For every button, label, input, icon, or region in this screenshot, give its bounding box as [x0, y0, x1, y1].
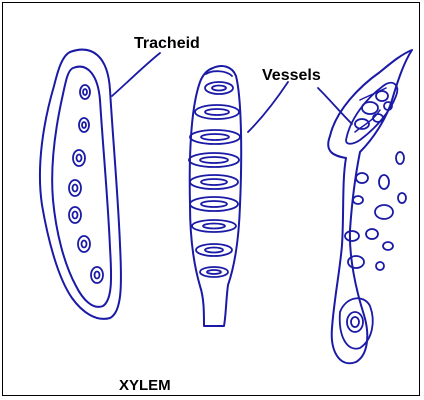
vessel-right-pits [345, 152, 406, 270]
vessel-middle-thickenings [189, 82, 240, 277]
vessel-right [248, 50, 412, 363]
label-tracheid: Tracheid [134, 35, 200, 52]
label-vessels: Vessels [262, 67, 321, 84]
tracheid-leader-line [112, 53, 160, 96]
tracheid-cell [40, 50, 160, 319]
figure-title: XYLEM [119, 377, 171, 394]
tracheid-pits [69, 85, 103, 283]
vessels-leader-line-left [248, 82, 288, 132]
vessel-right-lower-plate [340, 298, 373, 348]
vessel-middle [189, 66, 241, 326]
vessels-leader-line-right [318, 88, 352, 124]
vessel-right-end-plate [346, 83, 397, 144]
